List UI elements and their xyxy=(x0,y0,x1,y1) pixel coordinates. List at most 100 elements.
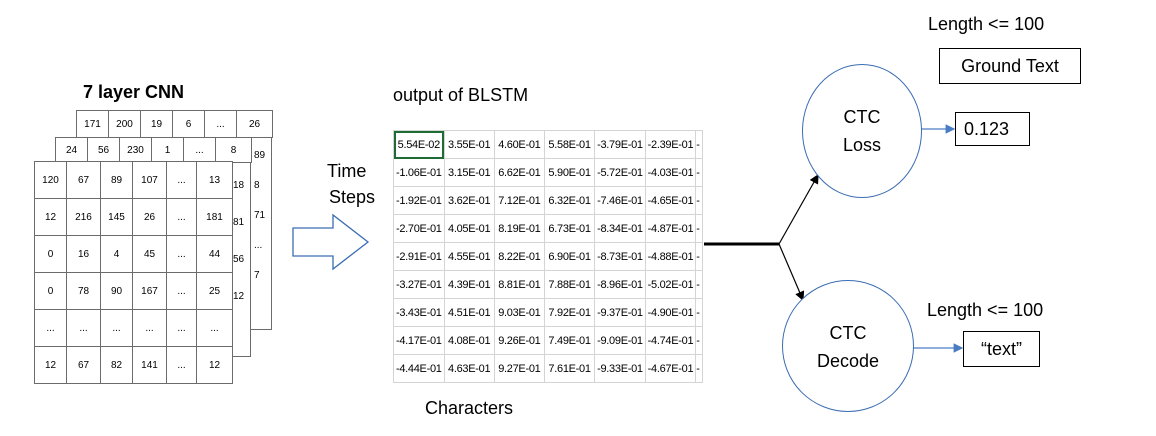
cnn-side-cell: 56 xyxy=(233,254,245,265)
ctc-decode-length-note: Length <= 100 xyxy=(927,300,1044,320)
blstm-cell: 6.73E-01 xyxy=(543,214,596,243)
blstm-cell: 6.90E-01 xyxy=(543,242,596,271)
blstm-cell: 4.08E-01 xyxy=(443,326,495,355)
cnn-cell: 13 xyxy=(196,161,233,199)
blstm-x-label: Characters xyxy=(425,398,514,418)
blstm-cell: 4.51E-01 xyxy=(443,298,495,327)
ctc-loss-line1: CTC xyxy=(843,107,881,127)
ctc-loss-line2: Loss xyxy=(842,135,882,155)
blstm-cell: -4.67E-01 xyxy=(644,354,697,383)
blstm-cell: -4.90E-01 xyxy=(644,298,697,327)
blstm-cell: -7.46E-01 xyxy=(594,186,646,215)
cnn-cell: ... xyxy=(100,309,133,347)
cnn-side-cell: 18 xyxy=(233,180,245,191)
cnn-cell: 45 xyxy=(132,235,167,273)
blstm-cell: -9.09E-01 xyxy=(594,326,646,355)
time-steps-label: Time Steps xyxy=(327,158,375,210)
cnn-cell: 16 xyxy=(66,235,101,273)
cnn-cell: 145 xyxy=(100,198,133,236)
ctc-loss-node: CTC Loss xyxy=(802,64,922,198)
cnn-cell: 120 xyxy=(34,161,67,199)
blstm-cell: -9.37E-01 xyxy=(594,298,646,327)
blstm-cell: 7.61E-01 xyxy=(543,354,596,383)
ctc-decode-line1: CTC xyxy=(829,323,867,343)
cnn-cell: 12 xyxy=(34,198,67,236)
blstm-cell: -4.87E-01 xyxy=(644,214,697,243)
blstm-cell: 3.62E-01 xyxy=(443,186,495,215)
cnn-cell: 90 xyxy=(100,272,133,310)
cnn-cell: 12 xyxy=(34,346,67,384)
cnn-cell: 4 xyxy=(100,235,133,273)
blstm-cell: 5.90E-01 xyxy=(543,158,596,187)
blstm-cell: 9.03E-01 xyxy=(493,298,545,327)
blstm-cell: -8.73E-01 xyxy=(594,242,646,271)
ctc-decode-value-box: “text” xyxy=(963,331,1040,367)
blstm-cell: -5.72E-01 xyxy=(594,158,646,187)
blstm-cell: 7.92E-01 xyxy=(543,298,596,327)
blstm-cell: -2.91E-01 xyxy=(393,242,445,271)
cnn-side-cell: 12 xyxy=(233,291,245,302)
blstm-cell: -4.03E-01 xyxy=(644,158,697,187)
cnn-cell: 181 xyxy=(196,198,233,236)
blstm-title: output of BLSTM xyxy=(393,85,529,105)
cnn-cell: 19 xyxy=(140,110,173,138)
ground-text-box: Ground Text xyxy=(939,48,1081,84)
cnn-title: 7 layer CNN xyxy=(83,82,185,102)
ctc-decode-line2: Decode xyxy=(816,351,880,371)
cnn-side-cell: ... xyxy=(254,240,263,251)
cnn-cell: ... xyxy=(166,272,197,310)
cnn-cell: 82 xyxy=(100,346,133,384)
ctc-loss-value-box: 0.123 xyxy=(955,112,1030,146)
blstm-cell: -4.74E-01 xyxy=(644,326,697,355)
blstm-cell: -8.34E-01 xyxy=(594,214,646,243)
blstm-cell: 4.39E-01 xyxy=(443,270,495,299)
blstm-cell: -3.79E-01 xyxy=(594,130,646,159)
blstm-cell: 4.63E-01 xyxy=(443,354,495,383)
blstm-cell: 9.26E-01 xyxy=(493,326,545,355)
blstm-cell: -9.33E-01 xyxy=(594,354,646,383)
cnn-cell: 78 xyxy=(66,272,101,310)
cnn-cell: 12 xyxy=(196,346,233,384)
time-steps-arrow xyxy=(292,213,370,271)
blstm-cell: 5.58E-01 xyxy=(543,130,596,159)
blstm-cell: -2.70E-01 xyxy=(393,214,445,243)
cnn-cell: 26 xyxy=(236,110,273,138)
cnn-cell: ... xyxy=(204,110,237,138)
cnn-side-cell: 71 xyxy=(254,210,266,221)
blstm-cell: 4.55E-01 xyxy=(443,242,495,271)
cnn-cell: 141 xyxy=(132,346,167,384)
cnn-cell: 200 xyxy=(108,110,141,138)
blstm-cell: -2.39E-01 xyxy=(644,130,697,159)
blstm-cell: -3.43E-01 xyxy=(393,298,445,327)
cnn-side-cell: 8 xyxy=(254,180,260,191)
blstm-cell: 5.54E-02 xyxy=(393,130,445,159)
blstm-cell: -4.65E-01 xyxy=(644,186,697,215)
time-label: Time xyxy=(327,161,367,181)
cnn-cell: 6 xyxy=(172,110,205,138)
blstm-cell: -4.44E-01 xyxy=(393,354,445,383)
blstm-cell: - xyxy=(695,354,703,383)
blstm-cell: 4.05E-01 xyxy=(443,214,495,243)
cnn-cell: 107 xyxy=(132,161,167,199)
cnn-side-cell: 81 xyxy=(233,217,245,228)
blstm-cell: 9.27E-01 xyxy=(493,354,545,383)
blstm-cell: 7.49E-01 xyxy=(543,326,596,355)
blstm-cell: 8.22E-01 xyxy=(493,242,545,271)
cnn-row: .................. xyxy=(34,309,233,347)
ctc-decode-node: CTC Decode xyxy=(782,280,914,412)
cnn-side-cell: 89 xyxy=(254,150,266,161)
cnn-cell: 167 xyxy=(132,272,167,310)
